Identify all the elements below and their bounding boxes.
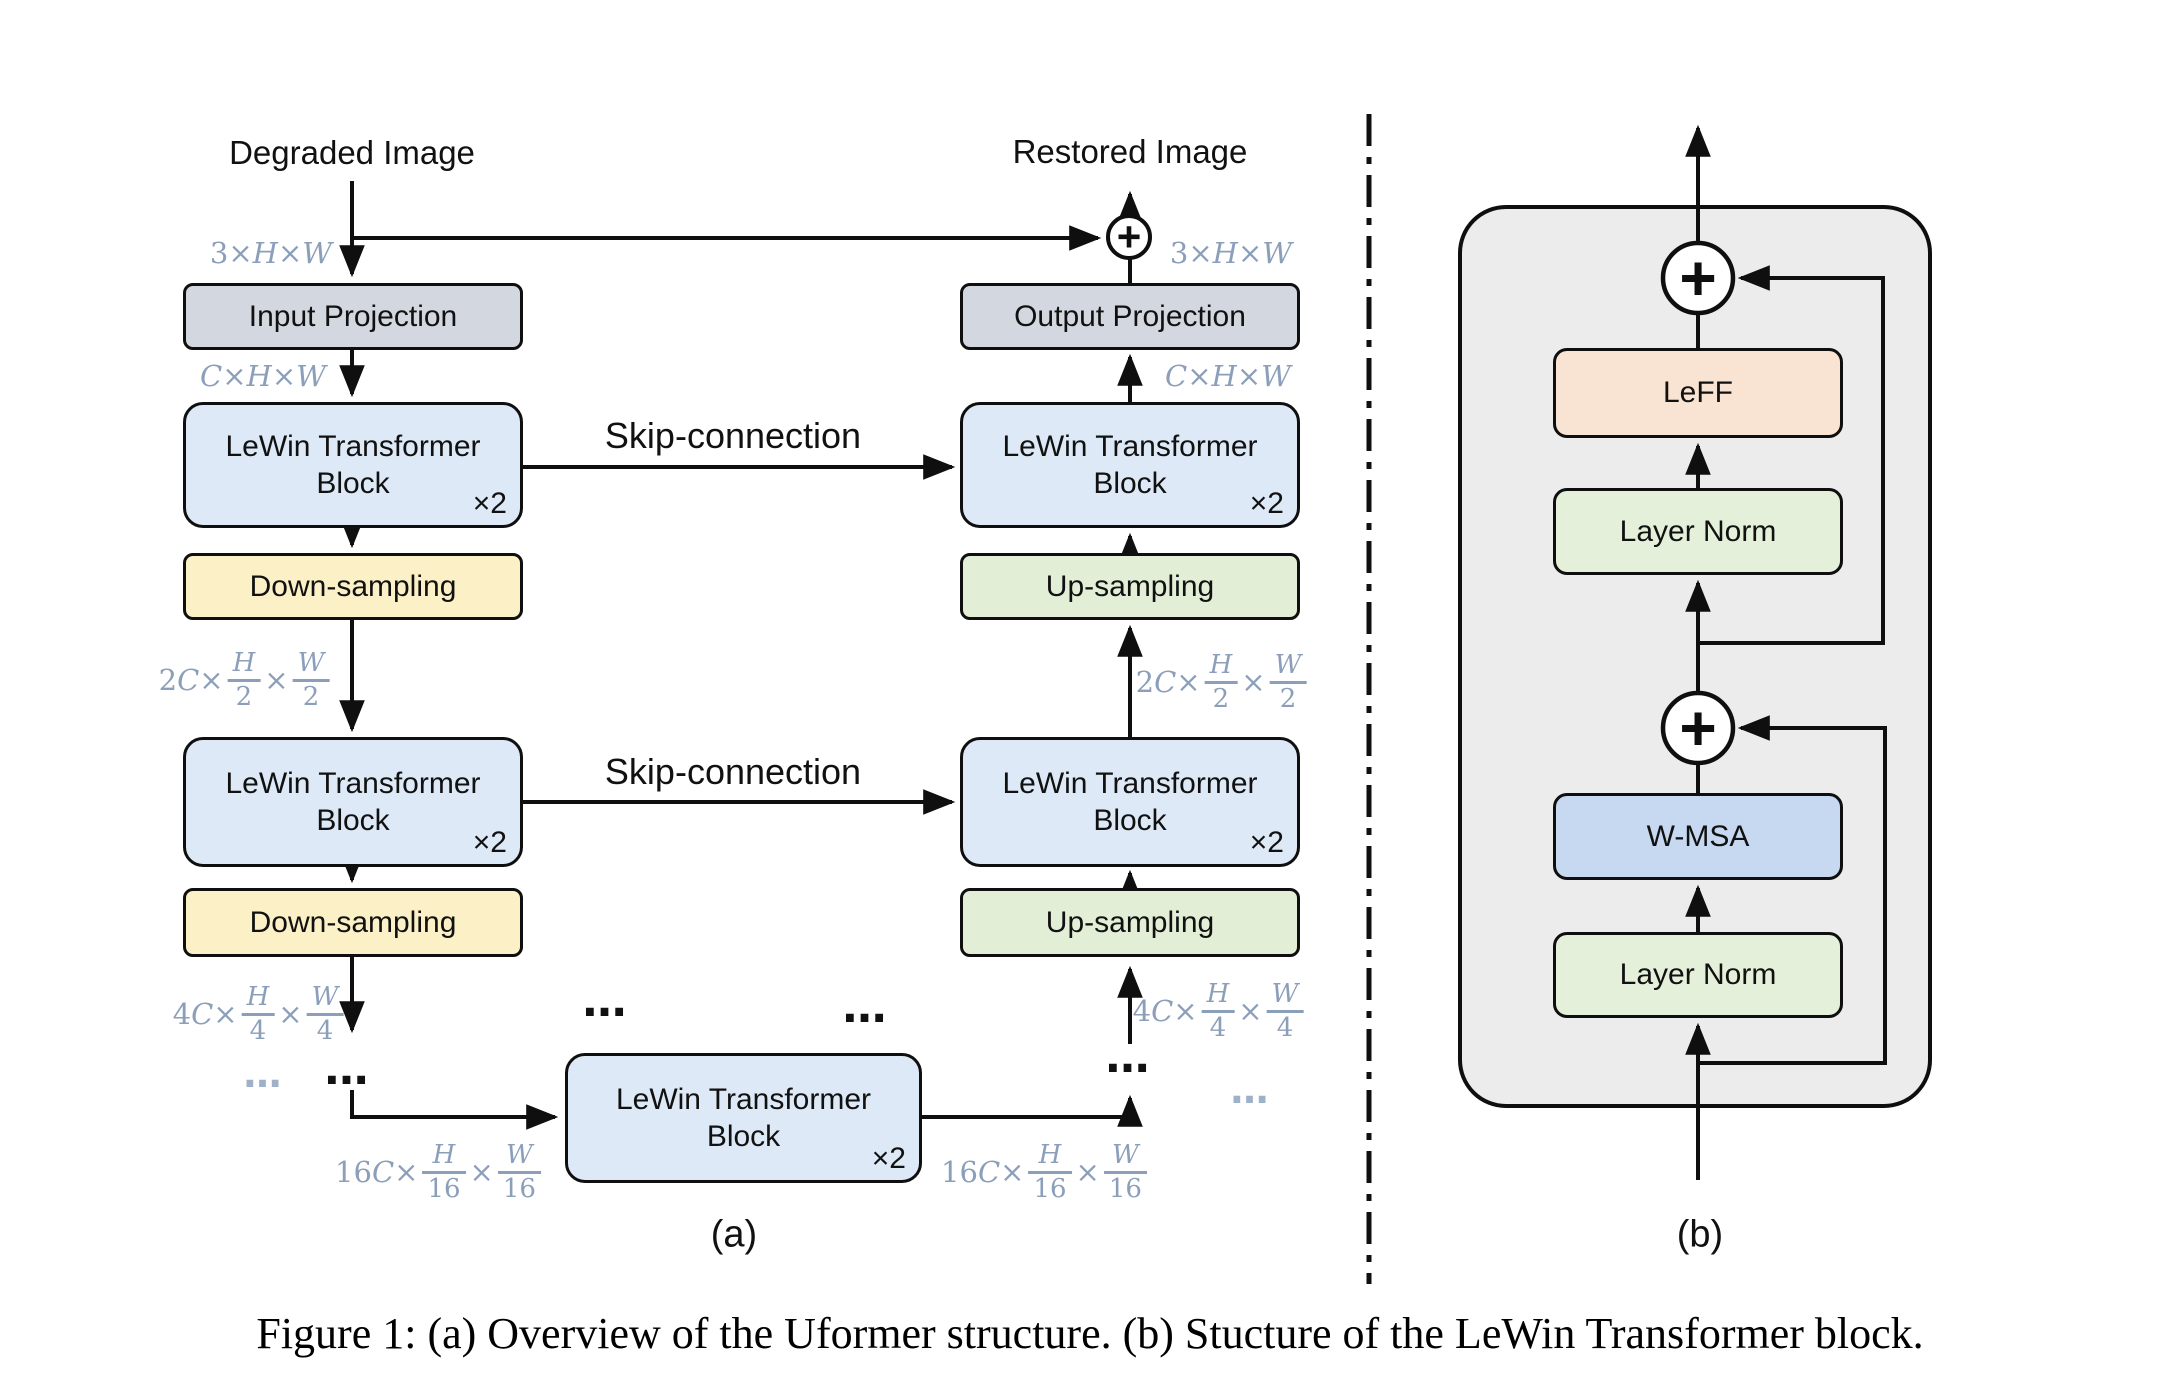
w-msa-label: W-MSA xyxy=(1646,819,1750,853)
lewin-block-internal-arrows xyxy=(1685,124,1887,1180)
dim-c-right: C×H×W xyxy=(1165,359,1291,393)
dim-c-left: C×H×W xyxy=(200,359,326,393)
layer-norm-box-bottom: Layer Norm xyxy=(1553,932,1843,1018)
ellipsis-decoder-black: … xyxy=(1105,1032,1153,1083)
multiplier-badge: ×2 xyxy=(1249,825,1284,859)
layer-norm-box-top: Layer Norm xyxy=(1553,488,1843,575)
multiplier-badge: ×2 xyxy=(1249,486,1284,520)
lewin-label-line1: LeWin Transformer xyxy=(225,429,481,463)
input-projection-box: Input Projection xyxy=(183,283,523,350)
lewin-label-line1: LeWin Transformer xyxy=(1002,429,1258,463)
lewin-label-line2: Block xyxy=(706,1120,781,1153)
output-projection-label: Output Projection xyxy=(1014,299,1246,333)
arrow-elbow-to-bottleneck xyxy=(350,1090,559,1130)
up-sampling-box-1: Up-sampling xyxy=(960,553,1300,620)
output-projection-box: Output Projection xyxy=(960,283,1300,350)
up-sampling-label: Up-sampling xyxy=(1045,905,1215,939)
down-sampling-box-1: Down-sampling xyxy=(183,553,523,620)
add-circle-top-icon: + xyxy=(1660,240,1736,316)
plus-icon: + xyxy=(1679,242,1716,314)
plus-icon: + xyxy=(1679,692,1716,764)
degraded-image-title: Degraded Image xyxy=(229,134,475,171)
up-sampling-box-2: Up-sampling xyxy=(960,888,1300,957)
add-circle-bottom-icon: + xyxy=(1660,690,1736,766)
layer-norm-label: Layer Norm xyxy=(1619,958,1777,992)
down-sampling-label: Down-sampling xyxy=(249,905,457,939)
decoder-lewin-block-2: LeWin Transformer Block ×2 xyxy=(960,737,1300,867)
panel-b-caption: (b) xyxy=(1676,1213,1724,1256)
lewin-label-line2: Block xyxy=(316,804,390,837)
arrow-residual-upper xyxy=(1698,265,1885,645)
lewin-label-line1: LeWin Transformer xyxy=(615,1082,872,1116)
encoder-arrows xyxy=(339,181,1102,1130)
lewin-label-line2: Block xyxy=(1093,804,1167,837)
multiplier-badge: ×2 xyxy=(472,825,507,859)
decoder-lewin-block-1: LeWin Transformer Block ×2 xyxy=(960,402,1300,528)
lewin-label-line1: LeWin Transformer xyxy=(1002,766,1258,800)
dim-input-right: 3×H×W xyxy=(1169,236,1293,270)
skip-connection-label-1: Skip-connection xyxy=(604,415,862,456)
down-sampling-box-2: Down-sampling xyxy=(183,888,523,957)
add-circle-icon: + xyxy=(1106,213,1152,260)
leff-box: LeFF xyxy=(1553,348,1843,438)
ellipsis-gap-left: … xyxy=(582,976,630,1027)
w-msa-box: W-MSA xyxy=(1553,793,1843,880)
arrow-residual-lower xyxy=(1698,715,1887,1065)
input-projection-label: Input Projection xyxy=(248,299,458,333)
multiplier-badge: ×2 xyxy=(871,1141,906,1175)
arrow-bottleneck-elbow-up xyxy=(922,1094,1143,1127)
plus-icon: + xyxy=(1117,213,1142,260)
skip-connection-label-2: Skip-connection xyxy=(604,751,862,792)
panel-a-caption: (a) xyxy=(710,1213,758,1256)
lewin-label-line2: Block xyxy=(1093,467,1167,500)
encoder-lewin-block-2: LeWin Transformer Block ×2 xyxy=(183,737,523,867)
bottleneck-lewin-block: LeWin Transformer Block ×2 xyxy=(565,1053,922,1183)
figure-caption: Figure 1: (a) Overview of the Uformer st… xyxy=(256,1309,1924,1358)
decoder-arrows xyxy=(922,190,1143,1127)
up-sampling-label: Up-sampling xyxy=(1045,569,1215,603)
ellipsis-encoder-black: … xyxy=(324,1044,372,1095)
ellipsis-decoder-gray: … xyxy=(1230,1068,1272,1112)
layer-norm-label: Layer Norm xyxy=(1619,514,1777,548)
leff-label: LeFF xyxy=(1662,376,1734,410)
multiplier-badge: ×2 xyxy=(472,486,507,520)
skip-connection-arrows xyxy=(523,454,956,815)
lewin-label-line1: LeWin Transformer xyxy=(225,766,481,800)
ellipsis-encoder-gray: … xyxy=(243,1052,285,1096)
lewin-label-line2: Block xyxy=(316,467,390,500)
down-sampling-label: Down-sampling xyxy=(249,569,457,603)
dim-input-left: 3×H×W xyxy=(209,236,333,270)
encoder-lewin-block-1: LeWin Transformer Block ×2 xyxy=(183,402,523,528)
ellipsis-gap-right: … xyxy=(842,982,890,1033)
restored-image-title: Restored Image xyxy=(1012,133,1248,170)
